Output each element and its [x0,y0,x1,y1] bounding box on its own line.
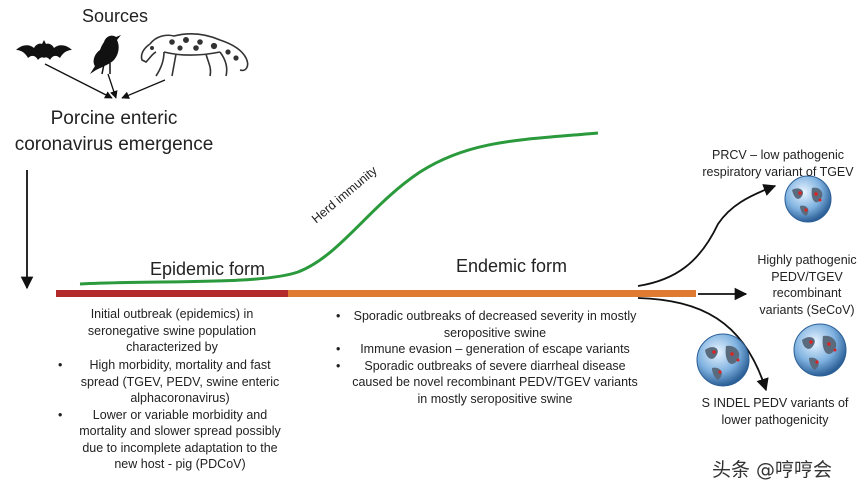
herd-immunity-curve [79,131,599,286]
globe-icon [696,333,750,387]
recombinant-variant-label: Highly pathogenic PEDV/TGEV recombinant … [757,253,857,317]
emergence-label: Porcine enteric coronavirus emergence [14,108,214,155]
endemic-bar [288,290,696,297]
leopard-cat-icon [140,33,249,77]
epidemic-bullets: High morbidity, mortality and fast sprea… [58,357,288,473]
epidemic-intro: Initial outbreak (epidemics) in seronega… [87,307,257,354]
source-arrows [44,63,166,99]
endemic-bullet: Immune evasion – generation of escape va… [336,341,640,358]
prcv-variant-label: PRCV – low pathogenic respiratory varian… [702,148,854,179]
globe-icon [793,323,847,377]
epidemic-bar [56,290,288,297]
endemic-bullets: Sporadic outbreaks of decreased severity… [336,308,640,408]
bird-icon [90,35,121,75]
watermark: 头条 @哼哼会 [712,459,833,481]
indel-variant-label: S INDEL PEDV variants of lower pathogeni… [701,396,849,427]
bat-icon [16,40,72,60]
sources-label: Sources [81,6,149,26]
globe-icon [784,175,832,223]
epidemic-bullet: Lower or variable morbidity and mortalit… [58,407,288,473]
endemic-bullet: Sporadic outbreaks of severe diarrheal d… [336,358,640,408]
variant-arrows [637,184,777,392]
endemic-bullet: Sporadic outbreaks of decreased severity… [336,308,640,341]
epidemic-form-label: Epidemic form [150,259,266,279]
epidemic-bullet: High morbidity, mortality and fast sprea… [58,357,288,407]
endemic-form-label: Endemic form [456,256,568,276]
